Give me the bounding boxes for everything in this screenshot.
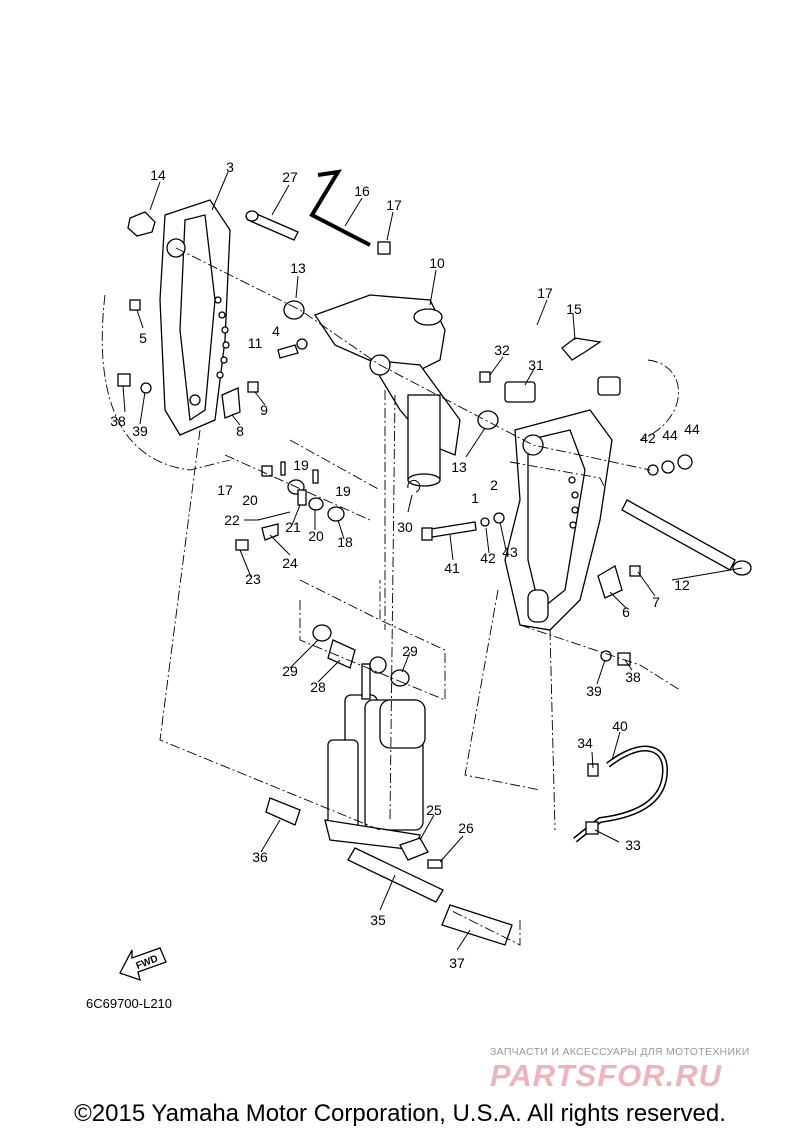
clamp-bracket-left xyxy=(159,199,231,436)
part-label: 21 xyxy=(285,519,301,535)
part-label: 3 xyxy=(226,159,234,175)
part-label: 14 xyxy=(150,167,166,183)
part-label: 13 xyxy=(290,260,306,276)
part-label: 12 xyxy=(674,577,690,593)
part-label: 40 xyxy=(612,718,628,734)
part-label: 30 xyxy=(397,519,413,535)
small-parts xyxy=(117,169,693,946)
part-label: 17 xyxy=(537,285,553,301)
part-label: 16 xyxy=(354,183,370,199)
part-label: 32 xyxy=(494,342,510,358)
part-label: 28 xyxy=(310,679,326,695)
part-label: 43 xyxy=(502,544,518,560)
watermark-tagline: ЗАПЧАСТИ И АКСЕССУАРЫ ДЛЯ МОТОТЕХНИКИ xyxy=(490,1046,750,1058)
part-label: 23 xyxy=(245,571,261,587)
part-label: 9 xyxy=(260,402,268,418)
part-label: 17 xyxy=(386,197,402,213)
part-label: 7 xyxy=(652,594,660,610)
part-label: 42 xyxy=(480,550,496,566)
part-label: 26 xyxy=(458,820,474,836)
part-label: 35 xyxy=(370,912,386,928)
part-label: 4 xyxy=(272,323,280,339)
part-label: 37 xyxy=(449,955,465,971)
part-labels: 14 3 27 16 17 13 10 5 4 11 9 8 38 39 17 … xyxy=(110,159,700,971)
copyright-text: ©2015 Yamaha Motor Corporation, U.S.A. A… xyxy=(74,1100,726,1127)
part-label: 15 xyxy=(566,301,582,317)
part-label: 39 xyxy=(586,683,602,699)
part-label: 6 xyxy=(622,604,630,620)
part-label: 24 xyxy=(282,555,298,571)
part-label: 18 xyxy=(337,534,353,550)
part-label: 5 xyxy=(139,330,147,346)
watermark-logo: PARTSFOR.RU xyxy=(490,1058,723,1093)
swivel-bracket xyxy=(314,294,461,487)
part-label: 1 xyxy=(471,490,479,506)
part-label: 20 xyxy=(308,528,324,544)
leader-lines xyxy=(122,171,743,951)
part-label: 41 xyxy=(444,560,460,576)
part-label: 44 xyxy=(684,421,700,437)
part-label: 39 xyxy=(132,423,148,439)
part-label: 20 xyxy=(242,492,258,508)
part-label: 42 xyxy=(640,430,656,446)
part-label: 38 xyxy=(625,669,641,685)
part-label: 38 xyxy=(110,413,126,429)
part-label: 2 xyxy=(490,477,498,493)
part-label: 33 xyxy=(625,837,641,853)
part-label: 27 xyxy=(282,169,298,185)
tilt-shaft xyxy=(621,499,752,576)
part-label: 11 xyxy=(248,335,263,351)
part-label: 29 xyxy=(402,643,418,659)
part-label: 22 xyxy=(224,512,240,528)
part-label: 19 xyxy=(293,457,309,473)
part-label: 17 xyxy=(217,482,233,498)
part-label: 44 xyxy=(662,427,678,443)
part-label: 34 xyxy=(577,735,593,751)
part-label: 31 xyxy=(528,357,544,373)
part-label: 29 xyxy=(282,663,298,679)
part-label: 19 xyxy=(335,483,351,499)
part-label: 13 xyxy=(451,459,467,475)
fwd-arrow-icon: FWD xyxy=(119,947,167,982)
part-label: 8 xyxy=(236,423,244,439)
part-label: 36 xyxy=(252,849,268,865)
tilt-cylinder-assembly xyxy=(324,656,426,851)
part-label: 25 xyxy=(426,802,442,818)
alignment-lines xyxy=(101,247,681,946)
clamp-bracket-right xyxy=(504,409,613,631)
part-label: 10 xyxy=(429,255,445,271)
diagram-code: 6C69700-L210 xyxy=(86,996,173,1011)
